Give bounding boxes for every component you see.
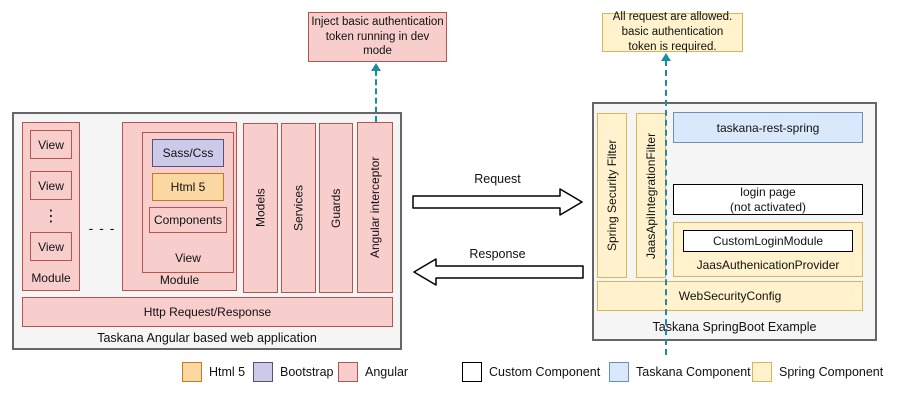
bootstrap-swatch-icon [253,362,273,382]
dashed-connector-left [375,70,377,122]
http-request-response-bar: Http Request/Response [22,297,393,327]
taskana-rest-spring-box: taskana-rest-spring [673,112,863,143]
request-arrow-icon [410,186,586,218]
spring-component-swatch-icon [752,362,772,382]
response-label: Response [469,247,526,261]
modules-ellipsis: - - - [88,220,116,236]
response-arrow-icon [410,256,586,288]
html5-swatch-icon [182,362,202,382]
angular-swatch-icon [338,362,358,382]
spring-security-filter-column: Spring Security Filter [597,113,627,278]
login-page-box: login page (not activated) [673,184,863,215]
legend-item-bootstrap: Bootstrap [253,361,334,383]
legend-item-angular: Angular [338,361,408,383]
legend-item-html5: Html 5 [182,361,245,383]
sass-css-box: Sass/Css [152,139,224,167]
springboot-title: Taskana SpringBoot Example [652,320,817,334]
models-column: Models [243,123,278,293]
dashed-connector-right [665,60,667,355]
taskana-component-swatch-icon [609,362,629,382]
web-security-config-box: WebSecurityConfig [597,281,863,311]
legend-label: Custom Component [489,365,601,379]
html5-box: Html 5 [152,173,224,201]
dashed-arrowhead-right-icon [661,53,671,61]
legend-item-spring-component: Spring Component [752,361,883,383]
views-ellipsis: ⋮ [43,208,59,225]
module-2-label: Module [159,273,200,287]
request-label: Request [474,172,521,186]
custom-login-module-box: CustomLoginModule [683,230,853,252]
legend-item-custom-component: Custom Component [462,361,600,383]
guards-column: Guards [319,123,353,293]
components-box: Components [149,207,227,233]
legend-label: Taskana Component [636,365,751,379]
dev-mode-note: Inject basic authentication token runnin… [308,12,447,62]
legend-label: Angular [365,365,409,379]
module-1-label: Module [31,271,71,285]
legend-label: Html 5 [209,365,246,379]
jaas-api-integration-filter-column: JaasApiIntegrationFilter [636,113,666,278]
angular-app-title: Taskana Angular based web application [97,331,317,345]
dashed-arrowhead-left-icon [371,63,381,71]
legend-label: Bootstrap [280,365,334,379]
view-box: View [30,171,72,200]
view-container-label: View [175,251,201,265]
jaas-authentication-provider-label: JaasAuthenicationProvider [696,258,840,272]
custom-component-swatch-icon [462,362,482,382]
angular-interceptor-column: Angular interceptor [357,122,393,293]
view-box: View [30,130,72,159]
request-allowed-note: All request are allowed. basic authentic… [602,11,743,53]
view-box: View [30,232,72,261]
legend-item-taskana-component: Taskana Component [609,361,751,383]
services-column: Services [281,123,316,293]
legend-label: Spring Component [779,365,884,379]
